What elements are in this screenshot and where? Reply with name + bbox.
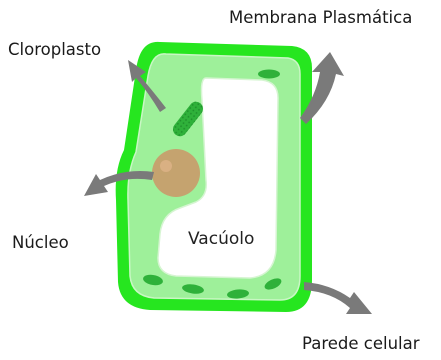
nucleolus <box>160 160 172 172</box>
label-membrana-plasmatica: Membrana Plasmática <box>229 10 412 27</box>
chloroplast <box>258 70 280 79</box>
nucleus <box>152 149 200 197</box>
label-parede-celular: Parede celular <box>302 336 420 353</box>
label-vacuolo: Vacúolo <box>188 231 254 248</box>
label-cloroplasto: Cloroplasto <box>8 42 101 59</box>
label-nucleo: Núcleo <box>12 235 69 252</box>
arrow-parede <box>304 282 372 314</box>
